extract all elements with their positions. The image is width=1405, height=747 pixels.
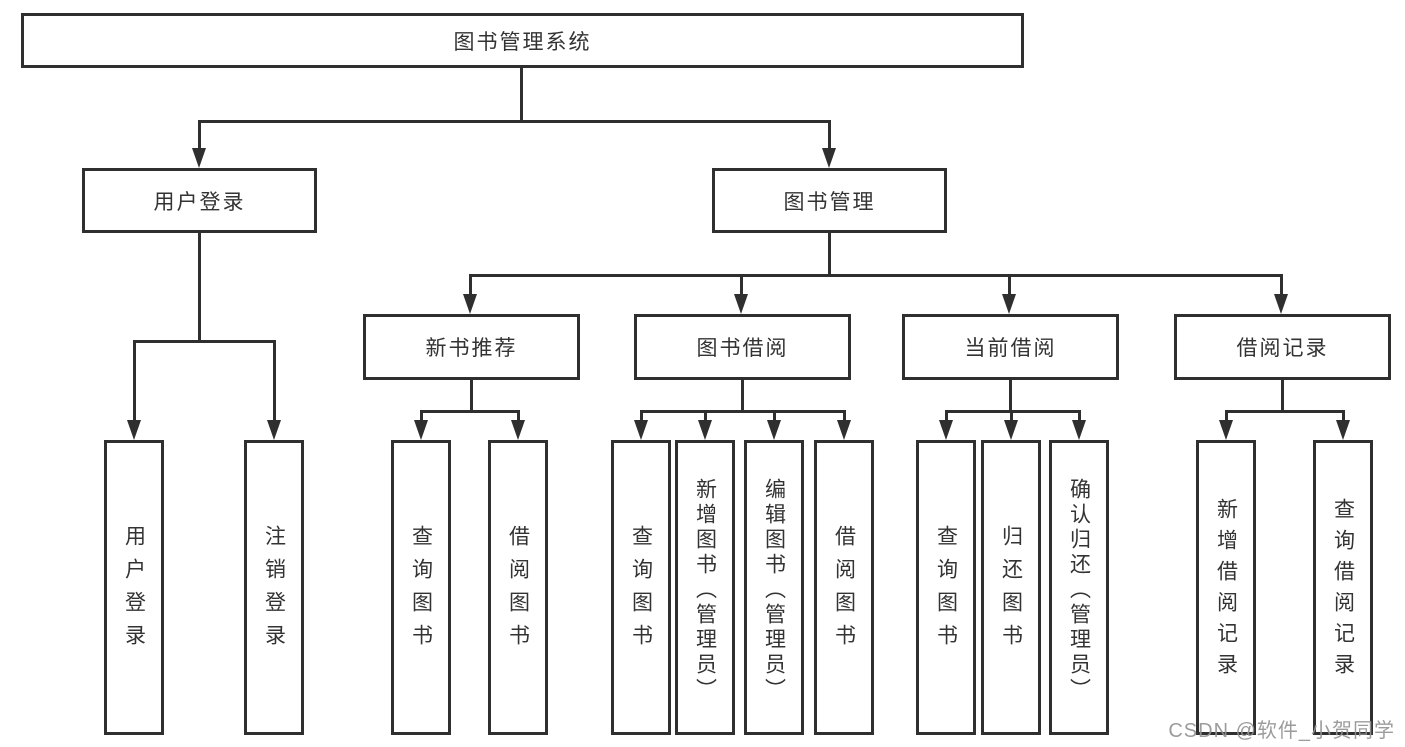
arrow-head: [822, 148, 836, 168]
node-current-borrowing: 当前借阅: [902, 314, 1119, 380]
arrow-head: [1274, 294, 1288, 314]
connector-line: [420, 410, 423, 424]
arrow-head: [1336, 420, 1350, 440]
connector-line: [945, 410, 1081, 413]
connector-line: [1225, 410, 1228, 424]
connector-line: [520, 68, 523, 123]
connector-line: [740, 274, 743, 296]
connector-line: [1009, 380, 1012, 412]
leaf-edit-book-admin: 编辑图书（管理员）: [744, 440, 804, 735]
connector-line: [133, 340, 136, 424]
arrow-head: [939, 420, 953, 440]
arrow-head: [511, 420, 525, 440]
arrow-head: [127, 420, 141, 440]
connector-line: [1078, 410, 1081, 424]
connector-line: [470, 380, 473, 412]
arrow-head: [1219, 420, 1233, 440]
connector-line: [640, 410, 846, 413]
arrow-head: [267, 420, 281, 440]
leaf-borrow-books: 借阅图书: [814, 440, 874, 735]
connector-line: [198, 120, 831, 123]
connector-line: [773, 410, 776, 424]
connector-line: [1342, 410, 1345, 424]
connector-line: [704, 410, 707, 424]
connector-line: [1010, 410, 1013, 424]
leaf-borrow-books-recommend: 借阅图书: [488, 440, 548, 735]
leaf-query-borrow-record: 查询借阅记录: [1313, 440, 1373, 735]
connector-line: [741, 380, 744, 412]
connector-line: [843, 410, 846, 424]
leaf-query-books-current: 查询图书: [916, 440, 976, 735]
leaf-add-borrow-record: 新增借阅记录: [1196, 440, 1256, 735]
connector-line: [640, 410, 643, 424]
connector-line: [198, 120, 201, 150]
arrow-head: [463, 294, 477, 314]
connector-line: [828, 120, 831, 150]
node-user-login: 用户登录: [82, 168, 317, 233]
connector-line: [469, 274, 1283, 277]
leaf-add-book-admin: 新增图书（管理员）: [675, 440, 735, 735]
connector-line: [133, 340, 276, 343]
leaf-user-login: 用户登录: [104, 440, 164, 735]
node-book-borrowing: 图书借阅: [634, 314, 851, 380]
connector-line: [1281, 380, 1284, 412]
node-library-system: 图书管理系统: [21, 13, 1024, 68]
watermark: CSDN @软件_小贺同学: [1168, 720, 1395, 742]
arrow-head: [837, 420, 851, 440]
connector-line: [198, 233, 201, 343]
arrow-head: [698, 420, 712, 440]
connector-line: [273, 340, 276, 424]
arrow-head: [767, 420, 781, 440]
connector-line: [420, 410, 520, 413]
leaf-confirm-return-admin: 确认归还（管理员）: [1049, 440, 1109, 735]
node-book-management: 图书管理: [712, 168, 947, 233]
leaf-return-book: 归还图书: [981, 440, 1041, 735]
leaf-query-books-borrow: 查询图书: [611, 440, 671, 735]
leaf-query-books-recommend: 查询图书: [391, 440, 451, 735]
arrow-head: [1002, 294, 1016, 314]
connector-line: [1225, 410, 1345, 413]
connector-line: [1280, 274, 1283, 296]
leaf-logout: 注销登录: [244, 440, 304, 735]
connector-line: [517, 410, 520, 424]
connector-line: [469, 274, 472, 296]
arrow-head: [192, 148, 206, 168]
arrow-head: [1072, 420, 1086, 440]
node-new-book-recommend: 新书推荐: [363, 314, 580, 380]
node-borrowing-records: 借阅记录: [1174, 314, 1391, 380]
arrow-head: [734, 294, 748, 314]
arrow-head: [1004, 420, 1018, 440]
connector-line: [828, 233, 831, 277]
arrow-head: [414, 420, 428, 440]
connector-line: [1008, 274, 1011, 296]
connector-line: [945, 410, 948, 424]
arrow-head: [634, 420, 648, 440]
